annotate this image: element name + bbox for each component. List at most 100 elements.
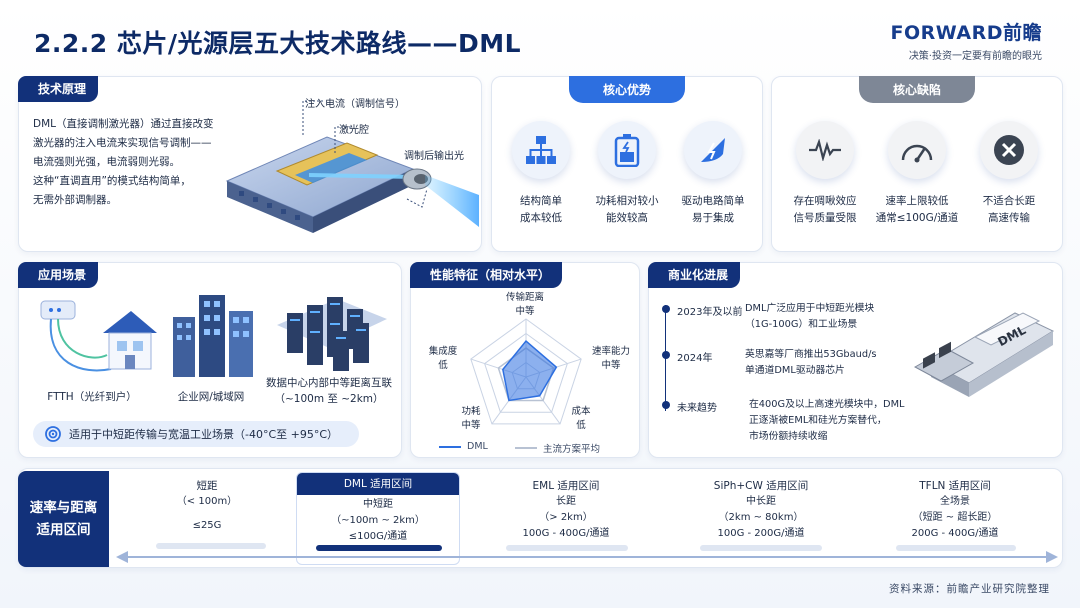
range-seg-tfln-head: TFLN 适用区间 [919, 480, 991, 492]
timeline-desc-1-line1: DML广泛应用于中短距光模块 [745, 303, 875, 314]
range-seg-eml-type: 长距 [556, 496, 576, 507]
range-pill-tfln [896, 545, 1016, 551]
application-datacenter: 数据中心内部中等距离互联 （~100m 至 ~2km） [255, 375, 403, 407]
range-seg-siph-head: SiPh+CW 适用区间 [713, 480, 809, 492]
logo-main: FORWARD前瞻 [890, 22, 1042, 44]
principle-card: 技术原理 DML（直接调制激光器）通过直接改变 激光器的注入电流来实现信号调制—… [18, 76, 482, 252]
range-seg-siph-type: 中长距 [746, 496, 776, 507]
application-enterprise: 企业网/城域网 [177, 391, 245, 403]
range-seg-tfln-rate: 200G - 400G/通道 [911, 528, 999, 539]
range-pill-eml [506, 545, 628, 551]
logo-slogan: 决策·投资一定要有前瞻的眼光 [908, 51, 1042, 62]
advantage-3: 驱动电路简单易于集成 [658, 193, 768, 227]
advantage-2: 功耗相对较小能效较高 [572, 193, 682, 227]
disadvantage-1-line2: 信号质量受限 [793, 212, 857, 224]
applications-tag: 应用场景 [18, 262, 99, 288]
radar-axis-integration-level: 低 [438, 360, 448, 371]
principle-line-1: DML（直接调制激光器）通过直接改变 [33, 118, 214, 130]
range-seg-tfln: TFLN 适用区间 全场景 （短距 ~ 超长距） 200G - 400G/通道 [870, 472, 1040, 565]
radar-series-dml [502, 339, 558, 402]
range-seg-dml-type: 中短距 [363, 499, 393, 510]
advantages-tag: 核心优势 [568, 76, 686, 103]
timeline-year-2: 2024年 [677, 353, 713, 364]
timeline-dot-1 [662, 305, 670, 313]
range-seg-dml-head: DML 适用区间 [297, 473, 459, 495]
hierarchy-icon [512, 121, 570, 179]
disadvantage-1-line1: 存在啁啾效应 [793, 195, 857, 207]
timeline-dot-3 [662, 401, 670, 409]
radar-axis-integration-name: 集成度 [428, 346, 458, 357]
timeline-dot-2 [662, 351, 670, 359]
laser-chip-illustration [225, 100, 479, 233]
range-pill-dml [316, 545, 442, 551]
commercial-tag: 商业化进展 [648, 262, 741, 288]
range-seg-short-distance: （< 100m） [176, 496, 238, 507]
disadvantage-2-line1: 速率上限较低 [885, 195, 949, 207]
principle-line-2: 激光器的注入电流来实现信号调制—— [33, 137, 212, 149]
radar-chart [470, 318, 582, 425]
range-seg-siph-distance: （2km ~ 80km） [718, 512, 804, 523]
lightning-chip-icon [684, 121, 742, 179]
range-seg-tfln-distance: （短距 ~ 超长距） [912, 512, 998, 523]
advantage-2-line2: 能效较高 [606, 212, 648, 224]
radar-axis-power-name: 功耗 [461, 406, 481, 417]
brand-logo: FORWARD前瞻 决策·投资一定要有前瞻的眼光 [891, 18, 1042, 62]
range-seg-eml-rate: 100G - 400G/通道 [522, 528, 610, 539]
advantage-3-line1: 驱动电路简单 [681, 195, 745, 207]
range-pill-siph [700, 545, 822, 551]
label-injection-current: 注入电流（调制信号） [305, 99, 405, 110]
legend-average: 主流方案平均 [515, 441, 600, 455]
principle-line-5: 无需外部调制器。 [33, 194, 117, 206]
legend-dml: DML [439, 441, 488, 452]
range-label-line1: 速率与距离 [29, 500, 98, 516]
legend-average-label: 主流方案平均 [543, 444, 601, 455]
advantage-3-line2: 易于集成 [692, 212, 734, 224]
close-icon [980, 121, 1038, 179]
disadvantage-1: 存在啁啾效应信号质量受限 [770, 193, 880, 227]
range-card [18, 468, 1063, 568]
radar-axis-integration: 集成度低 [423, 345, 463, 373]
datacenter-racks-illustration [277, 297, 387, 371]
performance-tag: 性能特征（相对水平） [410, 262, 563, 288]
commercial-card: 商业化进展 2023年及以前 2024年 未来趋势 DML广泛应用于中短距光模块… [648, 262, 1063, 458]
radar-axis-distance-level: 中等 [515, 306, 535, 317]
range-seg-short-head: 短距 [196, 480, 218, 492]
range-seg-eml: EML 适用区间 长距 （> 2km） 100G - 400G/通道 [486, 472, 646, 565]
label-modulated-output: 调制后输出光 [404, 151, 464, 162]
radar-axis-distance: 传输距离中等 [495, 291, 555, 319]
radar-axis-rate-level: 中等 [601, 360, 621, 371]
advantage-1-line1: 结构简单 [520, 195, 562, 207]
disadvantage-2: 速率上限较低通常≤100G/通道 [862, 193, 972, 227]
dml-module-illustration [913, 312, 1055, 397]
timeline-desc-1: DML广泛应用于中短距光模块（1G-100G）和工业场景 [745, 301, 874, 333]
range-seg-dml-distance: （~100m ~ 2km） [331, 515, 425, 526]
footer-source: 资料来源：前瞻产业研究院整理 [889, 583, 1050, 595]
battery-icon [598, 121, 656, 179]
advantage-1-line2: 成本较低 [520, 212, 562, 224]
range-seg-short: 短距 （< 100m） ≤25G [122, 472, 292, 565]
principle-text: DML（直接调制激光器）通过直接改变 激光器的注入电流来实现信号调制—— 电流强… [33, 115, 238, 210]
advantage-1: 结构简单成本较低 [486, 193, 596, 227]
radar-axis-power-level: 中等 [461, 420, 481, 431]
range-pill-short [156, 543, 266, 549]
timeline-desc-3-line2: 正逐渐被EML和硅光方案替代， [749, 415, 887, 426]
timeline-desc-2-line2: 单通道DML驱动器芯片 [745, 365, 845, 376]
application-banner: 适用于中短距传输与宽温工业场景（-40°C至 +95°C） [33, 421, 359, 447]
range-seg-dml-rate: ≤100G/通道 [348, 531, 408, 542]
disadvantage-3: 不适合长距高速传输 [954, 193, 1064, 227]
range-label-line2: 适用区间 [36, 522, 91, 538]
radar-axis-cost-level: 低 [576, 420, 586, 431]
application-banner-text: 适用于中短距传输与宽温工业场景（-40°C至 +95°C） [69, 428, 339, 441]
page-title: 2.2.2 芯片/光源层五大技术路线——DML [34, 29, 522, 58]
applications-card: 应用场景 FTTH（光纤到户） 企业网/城域网 数据 [18, 262, 402, 458]
range-seg-siph: SiPh+CW 适用区间 中长距 （2km ~ 80km） 100G - 200… [676, 472, 846, 565]
disadvantage-2-line2: 通常≤100G/通道 [875, 212, 959, 224]
range-seg-eml-distance: （> 2km） [539, 512, 593, 523]
timeline-desc-2: 英思嘉等厂商推出53Gbaud/s 单通道DML驱动器芯片 [745, 347, 877, 379]
disadvantage-3-line2: 高速传输 [988, 212, 1030, 224]
advantage-2-line1: 功耗相对较小 [595, 195, 659, 207]
timeline-desc-2-line1: 英思嘉等厂商推出53Gbaud/s [745, 349, 877, 360]
timeline-desc-3-line1: 在400G及以上高速光模块中，DML [749, 399, 905, 410]
